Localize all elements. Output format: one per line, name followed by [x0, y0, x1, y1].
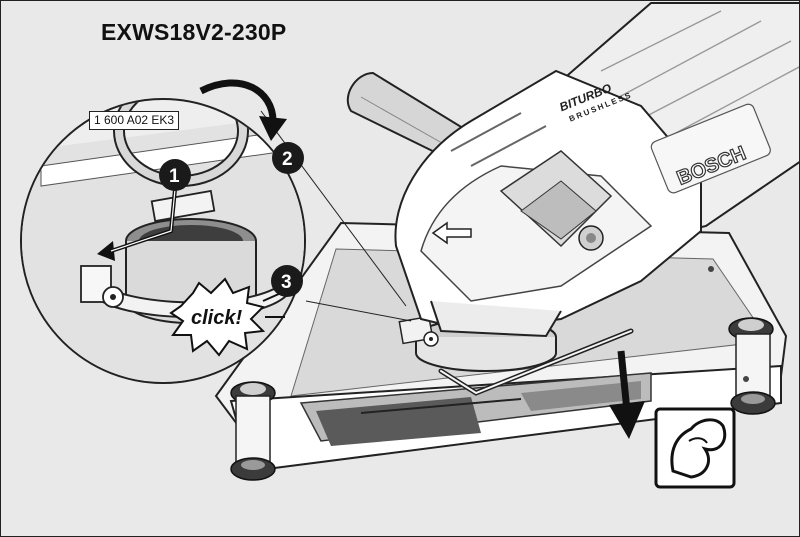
part-number-label: 1 600 A02 EK3	[89, 111, 180, 130]
step-badge-2: 2	[272, 142, 304, 174]
click-label: click!	[191, 307, 242, 329]
step-number-2: 2	[282, 149, 293, 170]
model-title: EXWS18V2-230P	[101, 19, 287, 45]
rotate-arrow-icon	[199, 79, 287, 141]
click-burst-icon: click!	[169, 277, 285, 357]
hand-force-icon	[654, 407, 736, 489]
step-number-1: 1	[169, 166, 180, 187]
foot-right-front	[728, 317, 776, 415]
step-badge-1: 1	[159, 159, 191, 191]
angle-grinder: BOSCH BITURBO BRUSHLESS	[346, 2, 799, 338]
foot-left-front	[230, 381, 276, 481]
step-badge-3: 3	[271, 265, 303, 297]
detail-inset: click!	[20, 79, 412, 384]
step-number-3: 3	[281, 272, 292, 293]
push-down-arrow-icon	[609, 350, 645, 439]
clamp-ring-installed	[398, 315, 634, 396]
